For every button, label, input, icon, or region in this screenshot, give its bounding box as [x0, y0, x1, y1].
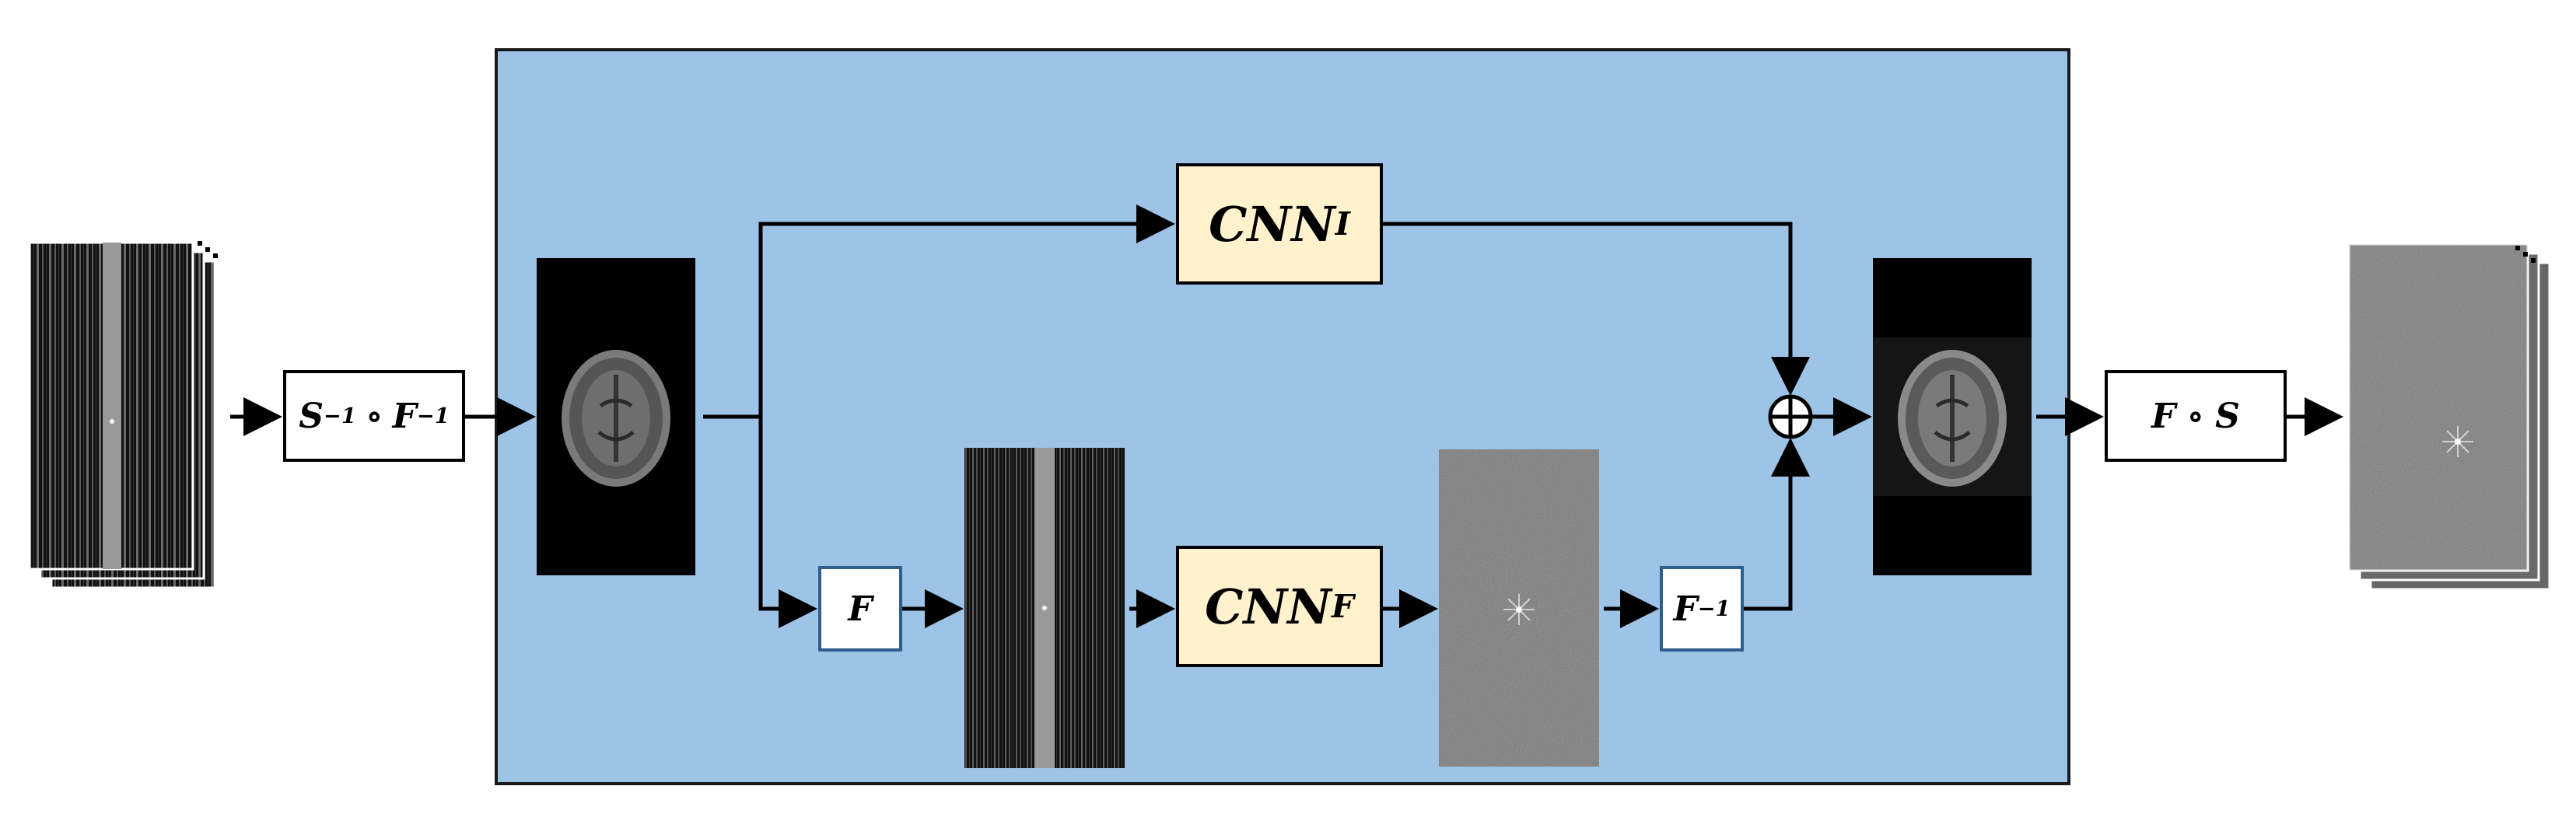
- inverse-fourier-base: F: [1673, 589, 1698, 629]
- arrow-to-fourier: [758, 417, 817, 628]
- compose-symbol: ∘: [365, 396, 383, 436]
- post-s-base: S: [2215, 396, 2240, 436]
- output-kspace-stack: [2349, 243, 2551, 591]
- input-kspace-stack: [28, 241, 218, 589]
- fourier-operator: F: [818, 566, 902, 652]
- arrow-to-cnn-i: [758, 204, 1175, 417]
- post-f-base: F: [2151, 396, 2176, 436]
- arrow-cnn-i-to-sum: [1383, 222, 1810, 396]
- forward-transform-operator: F ∘ S: [2105, 370, 2287, 462]
- reconstructed-kspace-image: [1439, 449, 1599, 767]
- fourier-label: F: [848, 589, 873, 629]
- inverse-fourier-operator: F−1: [1660, 566, 1744, 652]
- sum-node: [1768, 394, 1813, 439]
- kspace-image: [964, 448, 1125, 768]
- inverse-transform-operator: S−1 ∘ F−1: [283, 370, 465, 462]
- output-mr-image: [1873, 258, 2032, 575]
- input-mr-image: [537, 258, 695, 575]
- op-f-base: F: [392, 396, 417, 436]
- op-s-base: S: [299, 396, 324, 436]
- arrow-inverse-fourier-to-sum: [1744, 438, 1810, 611]
- cnn-i-base: CNN: [1209, 195, 1335, 253]
- post-compose-symbol: ∘: [2186, 396, 2205, 436]
- cnn-f-base: CNN: [1205, 578, 1332, 635]
